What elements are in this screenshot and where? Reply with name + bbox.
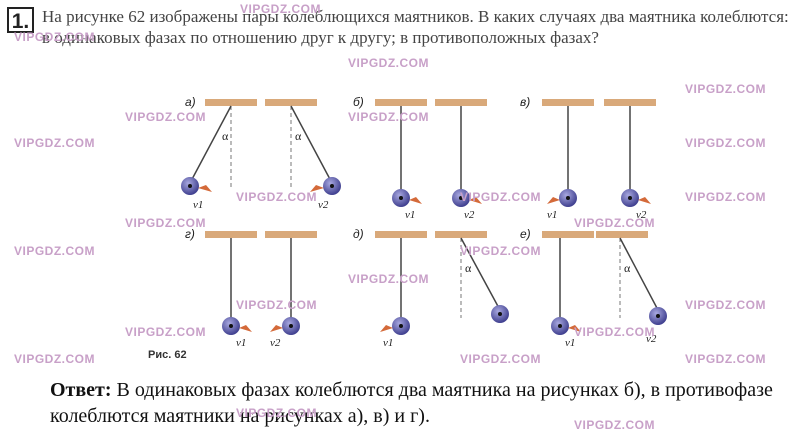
figure-caption: Рис. 62	[148, 349, 187, 361]
velocity-label: v1	[565, 337, 575, 349]
watermark: VIPGDZ.COM	[460, 352, 542, 366]
support-bar	[596, 231, 648, 238]
panel-d: д) α v1	[353, 227, 509, 349]
support-bar	[205, 99, 257, 106]
velocity-arrow	[380, 325, 393, 332]
watermark: VIPGDZ.COM	[348, 110, 430, 124]
angle-label: α	[295, 129, 302, 143]
watermark: VIPGDZ.COM	[460, 190, 542, 204]
watermark: VIPGDZ.COM	[14, 244, 96, 258]
velocity-label: v2	[270, 337, 281, 349]
answer-label: Ответ:	[50, 379, 112, 401]
watermark: VIPGDZ.COM	[685, 190, 767, 204]
watermark: VIPGDZ.COM	[125, 325, 207, 339]
panel-v: в) v1 v2	[520, 95, 656, 221]
problem-number: 1.	[7, 7, 34, 33]
support-bar	[542, 231, 594, 238]
string	[189, 105, 232, 184]
watermark: VIPGDZ.COM	[685, 352, 767, 366]
support-bar	[435, 231, 487, 238]
panel-a: а) α α v1 v2	[181, 95, 341, 211]
velocity-arrow	[568, 325, 581, 332]
support-bar	[375, 99, 427, 106]
velocity-arrow	[239, 325, 252, 332]
panel-label-a: а)	[185, 95, 196, 109]
watermark: VIPGDZ.COM	[348, 56, 430, 70]
angle-label: α	[624, 261, 631, 275]
support-bar	[542, 99, 594, 106]
answer-text: Ответ: В одинаковых фазах колеблются два…	[50, 377, 790, 429]
watermark: VIPGDZ.COM	[685, 82, 767, 96]
watermark: VIPGDZ.COM	[685, 298, 767, 312]
watermark: VIPGDZ.COM	[574, 418, 656, 432]
velocity-label: v1	[236, 337, 246, 349]
velocity-arrow	[469, 197, 482, 204]
watermark: VIPGDZ.COM	[574, 216, 656, 230]
support-bar	[435, 99, 487, 106]
velocity-label: v1	[547, 209, 557, 221]
panel-label-v: в)	[520, 95, 530, 109]
watermark: VIPGDZ.COM	[240, 2, 322, 16]
velocity-arrow	[638, 197, 651, 204]
velocity-label: v2	[464, 209, 475, 221]
watermark: VIPGDZ.COM	[236, 298, 318, 312]
support-bar	[604, 99, 656, 106]
velocity-arrow	[547, 197, 560, 204]
watermark: VIPGDZ.COM	[14, 136, 96, 150]
watermark: VIPGDZ.COM	[574, 325, 656, 339]
panel-e: е) α v1 v2	[520, 227, 667, 349]
velocity-arrow	[270, 325, 283, 332]
watermark: VIPGDZ.COM	[236, 190, 318, 204]
support-bar	[265, 99, 317, 106]
velocity-arrow	[409, 197, 422, 204]
panel-b: б) v1 v2	[353, 95, 487, 221]
watermark: VIPGDZ.COM	[14, 352, 96, 366]
velocity-arrow	[310, 185, 324, 192]
panel-label-g: г)	[185, 227, 195, 241]
panel-label-e: е)	[520, 227, 531, 241]
support-bar	[265, 231, 317, 238]
velocity-label: v1	[193, 199, 203, 211]
velocity-arrow	[198, 185, 212, 192]
panel-g: г) v1 v2 Рис. 62	[148, 227, 317, 361]
answer-body: В одинаковых фазах колеблются два маятни…	[50, 379, 773, 427]
watermark: VIPGDZ.COM	[460, 244, 542, 258]
support-bar	[205, 231, 257, 238]
velocity-label: v1	[383, 337, 393, 349]
watermark: VIPGDZ.COM	[236, 406, 318, 420]
string	[290, 105, 333, 184]
problem-text: На рисунке 62 изображены пары колеблющих…	[42, 7, 789, 47]
string	[460, 237, 501, 311]
watermark: VIPGDZ.COM	[348, 272, 430, 286]
pendulum-figure: а) α α v1 v2 б) v1 v2 в)	[148, 95, 667, 361]
support-bar	[375, 231, 427, 238]
velocity-label: v2	[636, 209, 647, 221]
angle-label: α	[465, 261, 472, 275]
string	[619, 237, 659, 311]
panel-label-d: д)	[353, 227, 364, 241]
velocity-label: v1	[405, 209, 415, 221]
watermark: VIPGDZ.COM	[125, 216, 207, 230]
watermark: VIPGDZ.COM	[125, 110, 207, 124]
watermark: VIPGDZ.COM	[685, 136, 767, 150]
angle-label: α	[222, 129, 229, 143]
velocity-label: v2	[318, 199, 329, 211]
velocity-label: v2	[646, 333, 657, 345]
watermark: VIPGDZ.COM	[14, 30, 96, 44]
panel-label-b: б)	[353, 95, 364, 109]
